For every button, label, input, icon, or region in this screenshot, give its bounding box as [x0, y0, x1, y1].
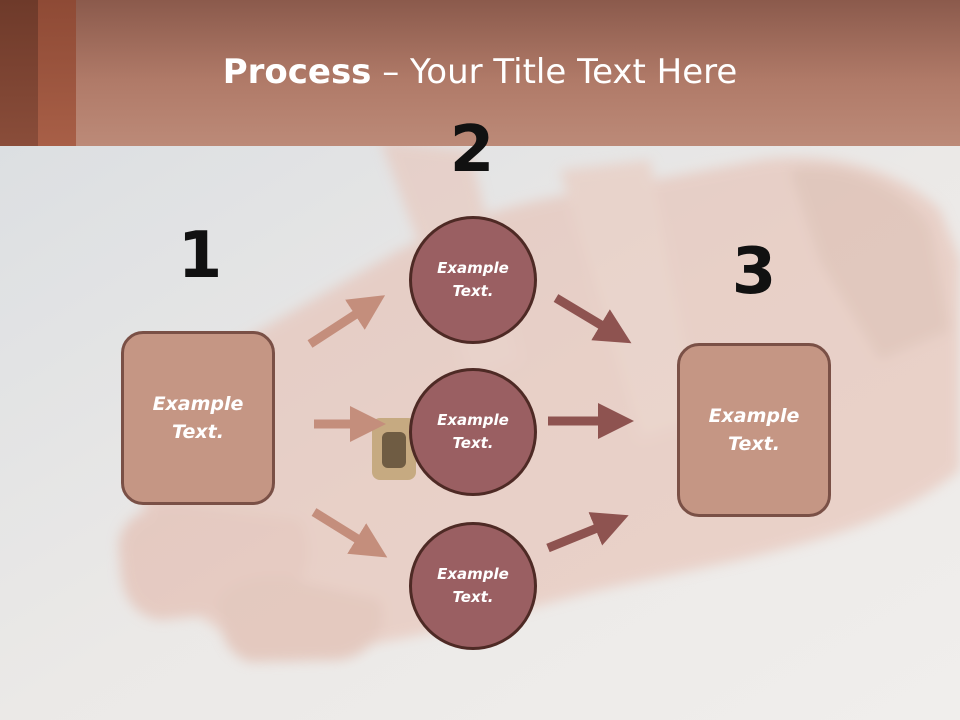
- step-number-3: 3: [731, 235, 777, 309]
- title-bar: [0, 0, 960, 146]
- node-middle-label: Example Text.: [437, 410, 509, 452]
- step-1-box: Example Text.: [121, 331, 275, 505]
- node-top-label: Example Text.: [437, 258, 509, 300]
- title-bold: Process: [222, 52, 372, 92]
- node-bottom-label: Example Text.: [437, 564, 509, 606]
- title-rest: – Your Title Text Here: [371, 52, 738, 92]
- header-accent-stripe: [0, 0, 38, 146]
- arrow-1-to-bottom: [311, 508, 388, 558]
- step-2-node-middle: Example Text.: [409, 368, 537, 496]
- step-2-node-top: Example Text.: [409, 216, 537, 344]
- step-3-label: Example Text.: [708, 404, 800, 456]
- arrow-top-to-3: [553, 294, 632, 344]
- step-2-node-bottom: Example Text.: [409, 522, 537, 650]
- slide-title: Process – Your Title Text Here: [0, 52, 960, 92]
- arrow-bottom-to-3: [546, 512, 629, 553]
- step-1-label: Example Text.: [152, 392, 244, 444]
- header-accent-stripe: [38, 0, 76, 146]
- step-3-box: Example Text.: [677, 343, 831, 517]
- arrow-1-to-top: [307, 295, 386, 348]
- step-number-1: 1: [177, 219, 223, 293]
- step-number-2: 2: [449, 113, 495, 187]
